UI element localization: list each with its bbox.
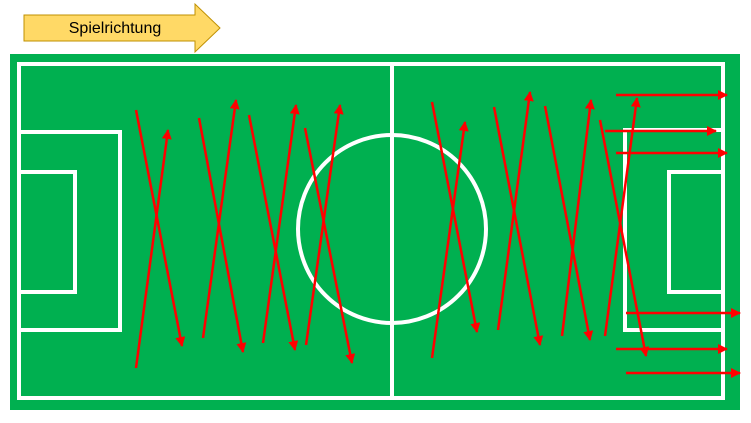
run-arrow — [430, 121, 469, 359]
direction-arrow-shape — [23, 2, 221, 54]
left-goal-area — [17, 170, 77, 294]
run-arrow — [430, 101, 481, 333]
run-arrows — [134, 90, 741, 378]
run-arrow — [496, 91, 534, 331]
run-arrow — [261, 104, 300, 344]
run-arrow — [598, 119, 650, 357]
run-arrow — [134, 129, 172, 369]
run-arrow — [303, 127, 356, 364]
right-goal-area — [667, 170, 725, 294]
run-arrow — [603, 97, 641, 337]
run-arrow — [201, 99, 240, 339]
play-direction-arrow: Spielrichtung — [23, 2, 221, 54]
run-arrow — [492, 106, 544, 346]
run-arrow — [134, 109, 186, 347]
soccer-pitch — [10, 54, 740, 410]
run-arrow — [247, 114, 299, 351]
center-circle — [296, 133, 488, 325]
play-direction-label: Spielrichtung — [69, 20, 162, 37]
run-arrow — [304, 104, 344, 346]
run-arrow — [197, 117, 247, 353]
run-arrow — [560, 99, 595, 337]
run-arrow — [543, 105, 594, 341]
